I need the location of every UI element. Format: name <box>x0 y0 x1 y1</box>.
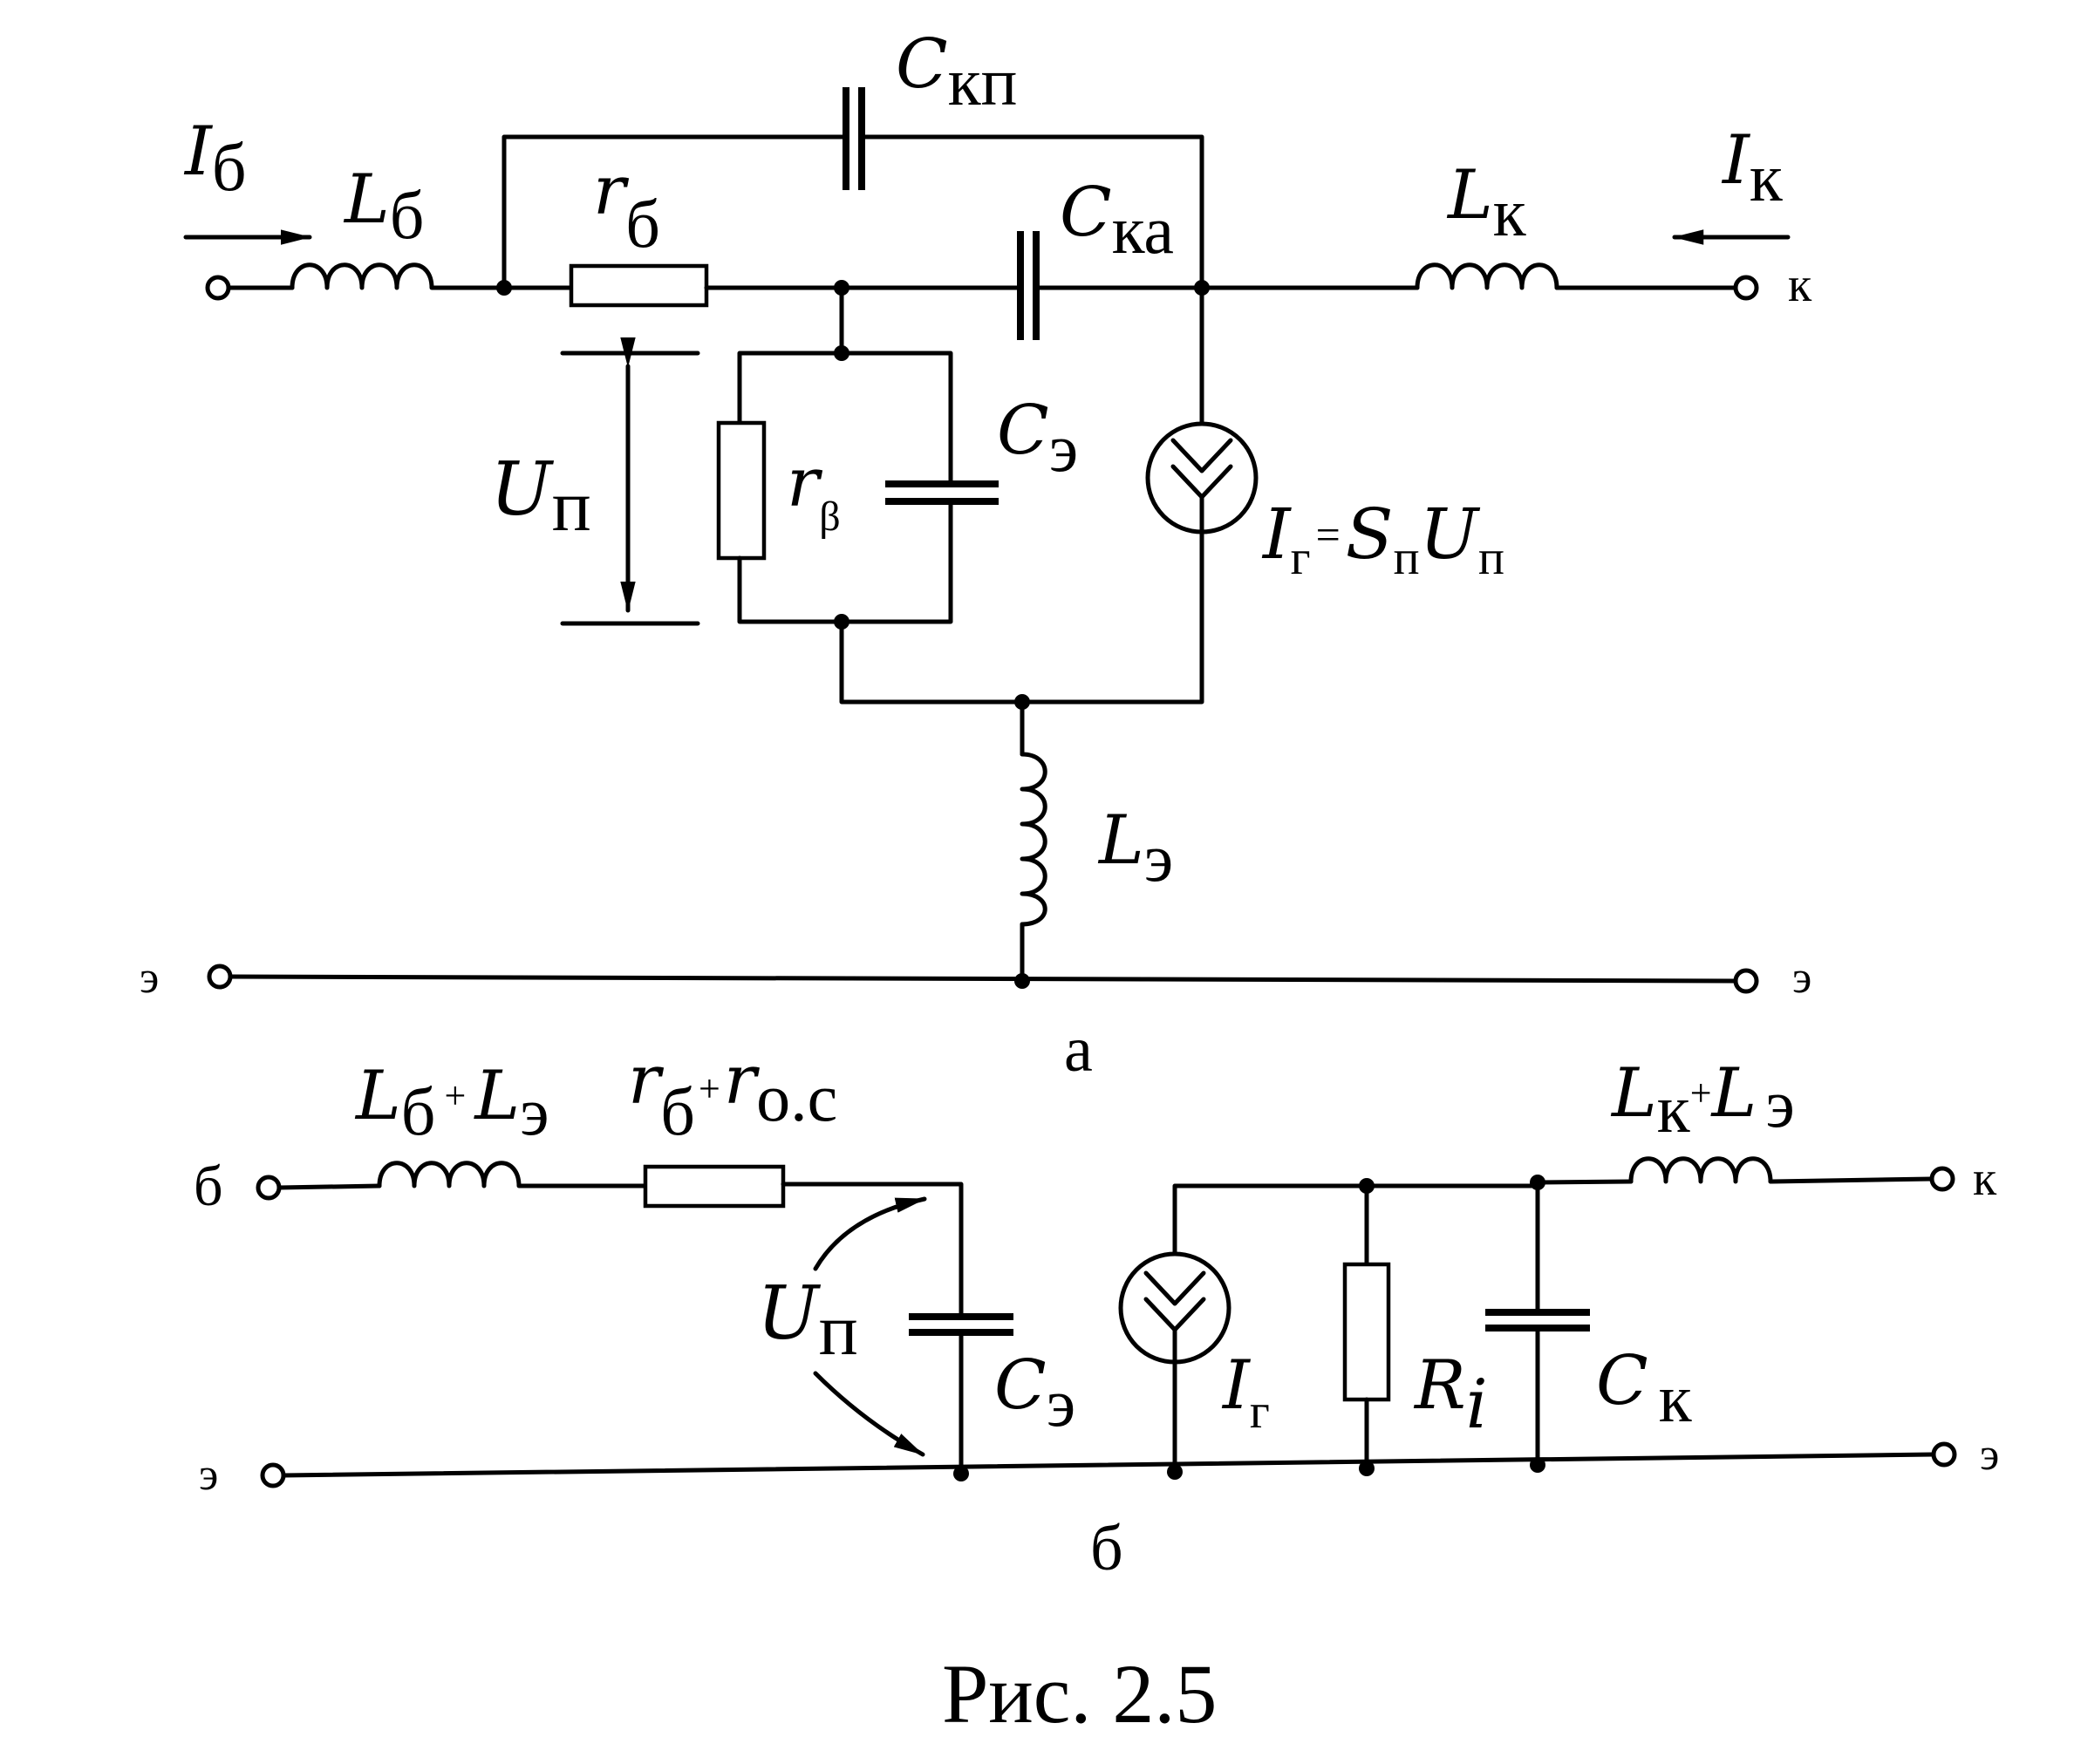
inductor-l-base <box>290 262 439 290</box>
capacitor-c-e-b <box>909 1313 1013 1336</box>
label-terminal-e-right-a: э <box>1792 953 1811 1003</box>
label-i-gen-b: Iг <box>1221 1346 1270 1439</box>
terminal-base-a <box>205 275 231 301</box>
terminal-e-left-b <box>260 1462 286 1488</box>
wire <box>781 1182 964 1319</box>
resistor-r-sum <box>643 1164 786 1209</box>
label-terminal-k-a: к <box>1788 258 1812 312</box>
terminal-coll-b <box>1929 1166 1955 1192</box>
label-l-sum: Lб+Lэ <box>354 1057 549 1149</box>
junction-dot <box>1167 1464 1183 1480</box>
junction-dot <box>1359 1461 1375 1476</box>
wire-ckp-right <box>859 134 1204 290</box>
label-terminal-e-right-b: э <box>1980 1430 1999 1480</box>
label-i-coll: Iк <box>1721 121 1783 215</box>
capacitor-c-ka <box>1017 231 1040 340</box>
capacitor-c-k <box>1485 1309 1590 1332</box>
label-u-p-a: Uп <box>490 446 591 547</box>
terminal-e-right-b <box>1931 1441 1957 1468</box>
wire-base-input <box>205 275 295 301</box>
junction-dot <box>953 1466 969 1481</box>
label-c-kp: Cкп <box>896 25 1017 119</box>
label-i-gen-eq: Iг=SпUп <box>1261 494 1504 585</box>
label-l-base: Lб <box>343 160 424 253</box>
capacitor-c-kp <box>843 87 865 190</box>
label-terminal-e-left-b: э <box>199 1450 218 1500</box>
circuit-a: Iб Lб rб Cкп Cка Lк Iк к Uп rβ Cэ Iг=SпU… <box>140 25 1812 1086</box>
u-p-arrow-upper <box>813 1196 927 1271</box>
part-a-letter: а <box>1064 1014 1093 1086</box>
junction-dot <box>1530 1457 1545 1473</box>
capacitor-c-e-a <box>885 480 999 505</box>
inductor-l-sum <box>377 1161 530 1188</box>
resistor-r-base <box>569 263 709 308</box>
inductor-l-e <box>1020 752 1047 927</box>
resistor-r-beta <box>716 420 767 561</box>
label-c-e-b: Cэ <box>994 1346 1075 1440</box>
inductor-l-coll <box>1415 262 1559 290</box>
label-i-base: Iб <box>183 112 247 205</box>
terminal-e-right-a <box>1733 968 1759 994</box>
label-c-ka: Cка <box>1060 174 1174 268</box>
part-b-letter: б <box>1090 1513 1123 1584</box>
label-r-beta: rβ <box>787 444 841 540</box>
label-l-e-a: Lэ <box>1097 801 1173 896</box>
wire-ckp-left <box>501 134 849 290</box>
label-r-sum: rб+rо.с <box>628 1041 837 1149</box>
terminal-coll-a <box>1733 275 1759 301</box>
u-p-arrow-lower <box>813 1371 925 1457</box>
label-terminal-k-b: к <box>1973 1152 1997 1206</box>
label-u-p-b: Uп <box>757 1270 858 1371</box>
terminal-base-b <box>256 1175 282 1201</box>
current-source-b <box>1118 1251 1231 1365</box>
inductor-l-k-sum <box>1628 1156 1773 1184</box>
figure-caption: Рис. 2.5 <box>942 1647 1217 1740</box>
label-r-base: rб <box>593 152 660 262</box>
terminal-e-left-a <box>207 964 233 990</box>
label-terminal-b: б <box>194 1154 223 1218</box>
label-l-coll: Lк <box>1446 156 1526 250</box>
label-c-e-a: Cэ <box>997 392 1078 486</box>
label-r-i: Ri <box>1413 1346 1488 1444</box>
label-terminal-e-left-a: э <box>140 953 159 1003</box>
current-source-a <box>1145 421 1259 535</box>
resistor-r-i <box>1342 1262 1391 1402</box>
